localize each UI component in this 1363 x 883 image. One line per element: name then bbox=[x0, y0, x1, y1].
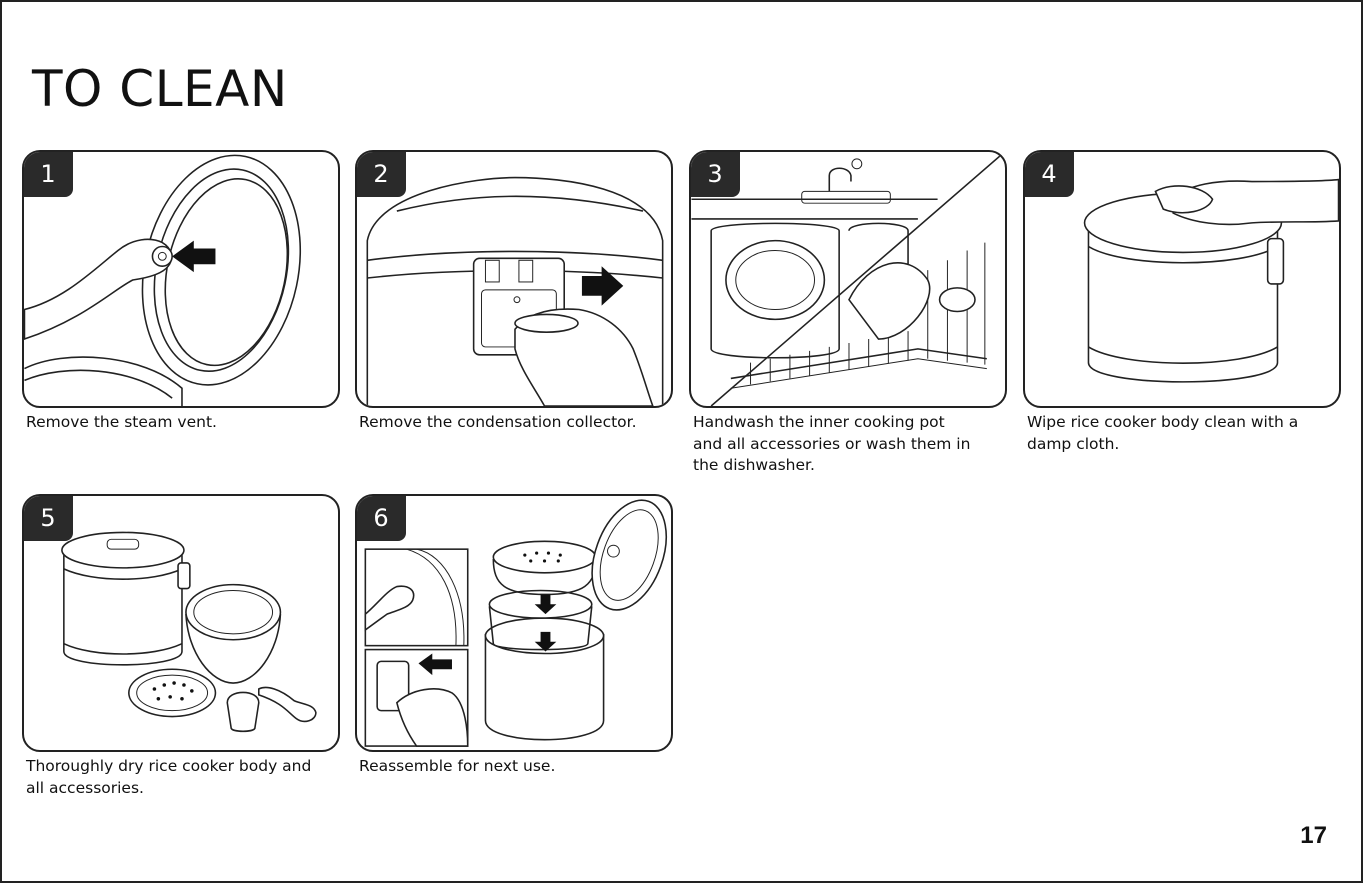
step-3-caption: Handwash the inner cooking pot and all a… bbox=[693, 412, 978, 477]
step-2-panel: 2 bbox=[355, 150, 673, 408]
step-4-panel: 4 bbox=[1023, 150, 1341, 408]
step-3-number: 3 bbox=[690, 151, 740, 197]
step-5-number: 5 bbox=[23, 495, 73, 541]
step-5-caption: Thoroughly dry rice cooker body and all … bbox=[26, 756, 326, 799]
step-2-number: 2 bbox=[356, 151, 406, 197]
step-6-panel: 6 bbox=[355, 494, 673, 752]
page-number: 17 bbox=[1300, 822, 1327, 850]
step-2-caption: Remove the condensation collector. bbox=[359, 412, 659, 434]
step-6-number: 6 bbox=[356, 495, 406, 541]
step-4-caption: Wipe rice cooker body clean with a damp … bbox=[1027, 412, 1327, 455]
step-4-number: 4 bbox=[1024, 151, 1074, 197]
step-1-panel: 1 bbox=[22, 150, 340, 408]
step-5-panel: 5 bbox=[22, 494, 340, 752]
step-1-number: 1 bbox=[23, 151, 73, 197]
step-1-caption: Remove the steam vent. bbox=[26, 412, 326, 434]
page-title: TO CLEAN bbox=[32, 60, 288, 118]
step-3-panel: 3 bbox=[689, 150, 1007, 408]
step-6-caption: Reassemble for next use. bbox=[359, 756, 659, 778]
